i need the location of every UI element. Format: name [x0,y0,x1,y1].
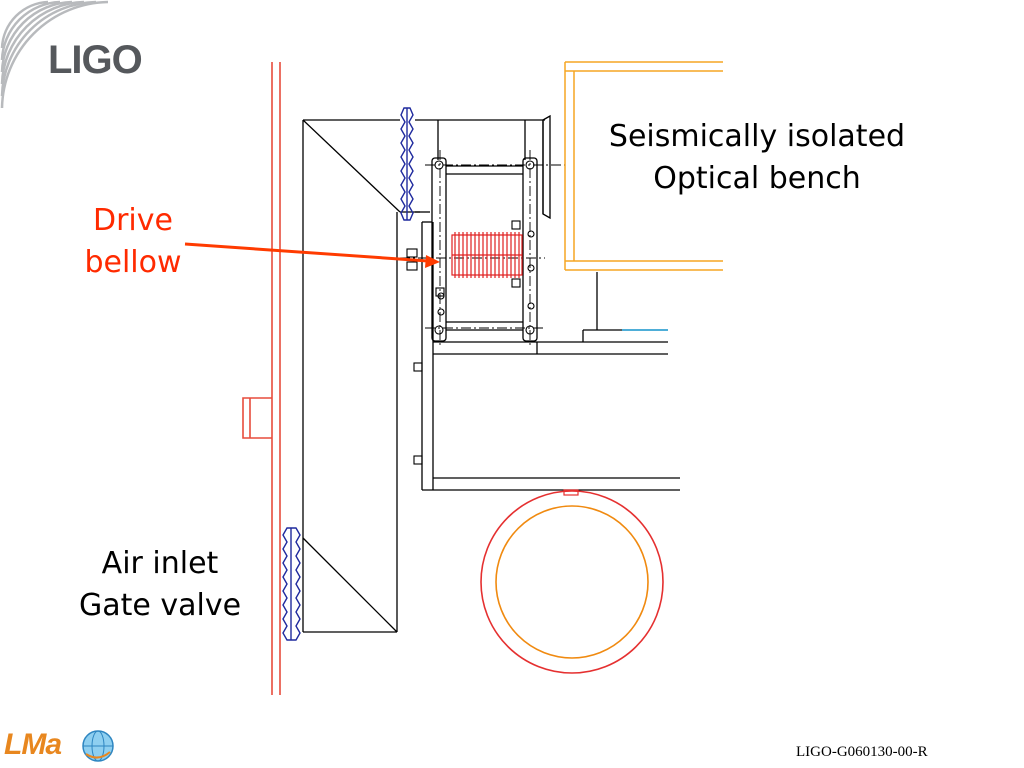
tube-section [480,489,664,674]
gate-valve-label: Air inlet Gate valve [60,543,260,627]
drive-bellow-label: Drive bellow [68,200,198,284]
chamber-wall [242,62,281,695]
air-duct [302,119,420,633]
bolts [406,160,535,465]
upper-pipe [415,114,551,220]
centerlines [400,150,565,345]
document-id: LIGO-G060130-00-R [796,744,928,760]
lower-bellows [282,527,301,641]
mount-frame [421,157,680,491]
optical-bench-label-line1: Seismically isolated [608,119,906,154]
drive-bellow-drawing [451,232,523,278]
gate-valve-label-line2: Gate valve [78,588,242,623]
optical-bench-label: Seismically isolated Optical bench [592,116,922,200]
drive-bellow-label-line2: bellow [84,245,182,280]
lma-logo: LMa [4,728,62,761]
drive-bellow-arrow [184,242,440,268]
globe-icon [82,730,114,762]
upper-bellows [400,107,414,221]
ligo-arcs-icon [0,0,109,109]
optical-bench-outline [564,61,723,271]
ligo-logo: LIGO [48,38,143,82]
optical-bench-label-line2: Optical bench [653,161,861,196]
drive-bellow-label-line1: Drive [93,203,173,238]
gate-valve-label-line1: Air inlet [101,546,219,581]
